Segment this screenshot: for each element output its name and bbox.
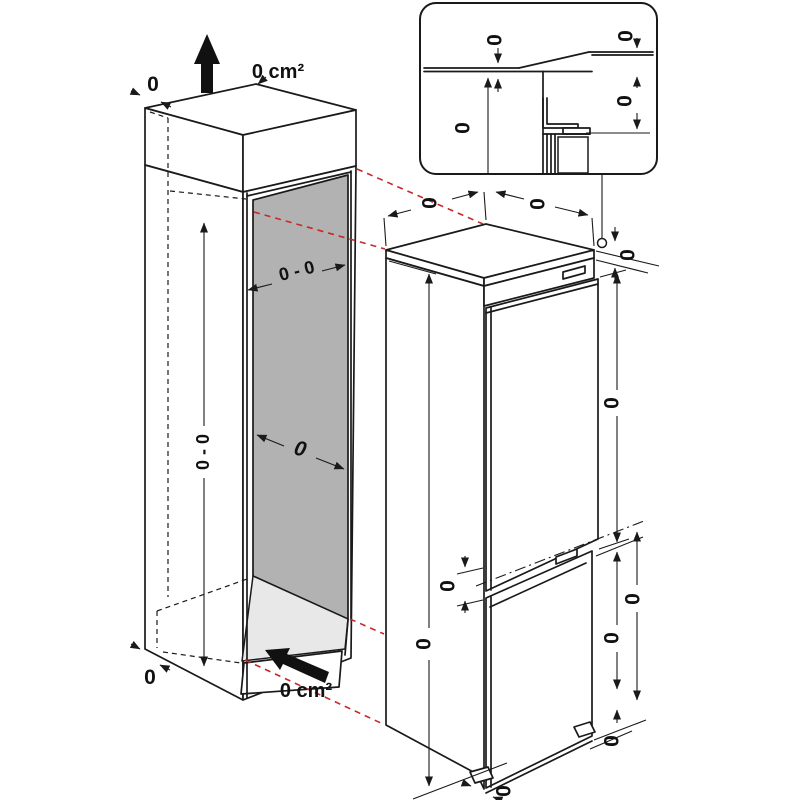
cabinet-dimensions: 0 0 cm² 0 - 0 0 - 0 0 0 0 cm² xyxy=(129,61,346,702)
detail-inset: 0 0 0 0 xyxy=(419,2,658,175)
dim-top-clearance: 0 xyxy=(617,249,640,261)
cabinet-drawing: 0 0 cm² 0 - 0 0 - 0 0 0 0 cm² xyxy=(129,34,484,725)
projection-line-bottom-left xyxy=(244,659,384,725)
dim-freezer-section-height: 0 xyxy=(622,593,645,605)
fixing-bracket xyxy=(542,97,579,129)
cabinet-side-panel xyxy=(144,164,244,701)
plinth-vent-opening xyxy=(240,650,343,695)
dim-door-gap: 0 xyxy=(437,580,460,592)
appliance-foot-rear xyxy=(573,721,596,738)
freezer-door xyxy=(485,550,593,789)
label-vent-area-bottom: 0 cm² xyxy=(280,680,333,702)
dim-niche-depth: 0 xyxy=(292,437,309,462)
appliance-dimensions: 0 0 0 0 0 0 xyxy=(383,190,660,800)
dim-top-clearance-inset: 0 xyxy=(614,95,637,107)
door-split-centerline xyxy=(475,520,645,587)
dim-freezer-door-height: 0 xyxy=(601,632,624,644)
dim-side-clearance: 0 xyxy=(452,122,475,134)
dim-niche-height: 0 - 0 xyxy=(193,434,213,470)
dim-wall-gap-bottom: 0 xyxy=(144,666,156,689)
dim-top-depth: 0 xyxy=(419,197,442,209)
appliance-drawing: 0 0 0 0 0 0 xyxy=(383,175,660,800)
projection-line-bottom-right xyxy=(349,618,385,635)
inset-border xyxy=(419,2,658,175)
appliance-side-panel xyxy=(385,257,485,790)
airflow-inlet-arrow-icon xyxy=(265,648,329,683)
dim-top-width: 0 xyxy=(527,198,550,210)
label-vent-area-top: 0 cm² xyxy=(252,61,305,83)
dim-wall-gap-top: 0 xyxy=(147,73,159,96)
dim-edge-height: 0 xyxy=(615,30,638,42)
reference-circle xyxy=(596,237,608,249)
dim-plinth-height: 0 xyxy=(601,735,624,747)
airflow-up-arrow-icon xyxy=(194,34,220,93)
dim-fridge-door-height: 0 xyxy=(601,397,624,409)
dim-worktop-thickness: 0 xyxy=(484,34,507,46)
dim-total-height: 0 xyxy=(413,638,436,650)
projection-line-top-left xyxy=(253,211,386,250)
projection-line-top-right xyxy=(356,168,484,225)
dim-foot-inset: 0 xyxy=(493,785,516,797)
niche-back-panel xyxy=(252,174,349,620)
fridge-door xyxy=(485,278,599,592)
appliance-hinge-band xyxy=(483,257,595,307)
